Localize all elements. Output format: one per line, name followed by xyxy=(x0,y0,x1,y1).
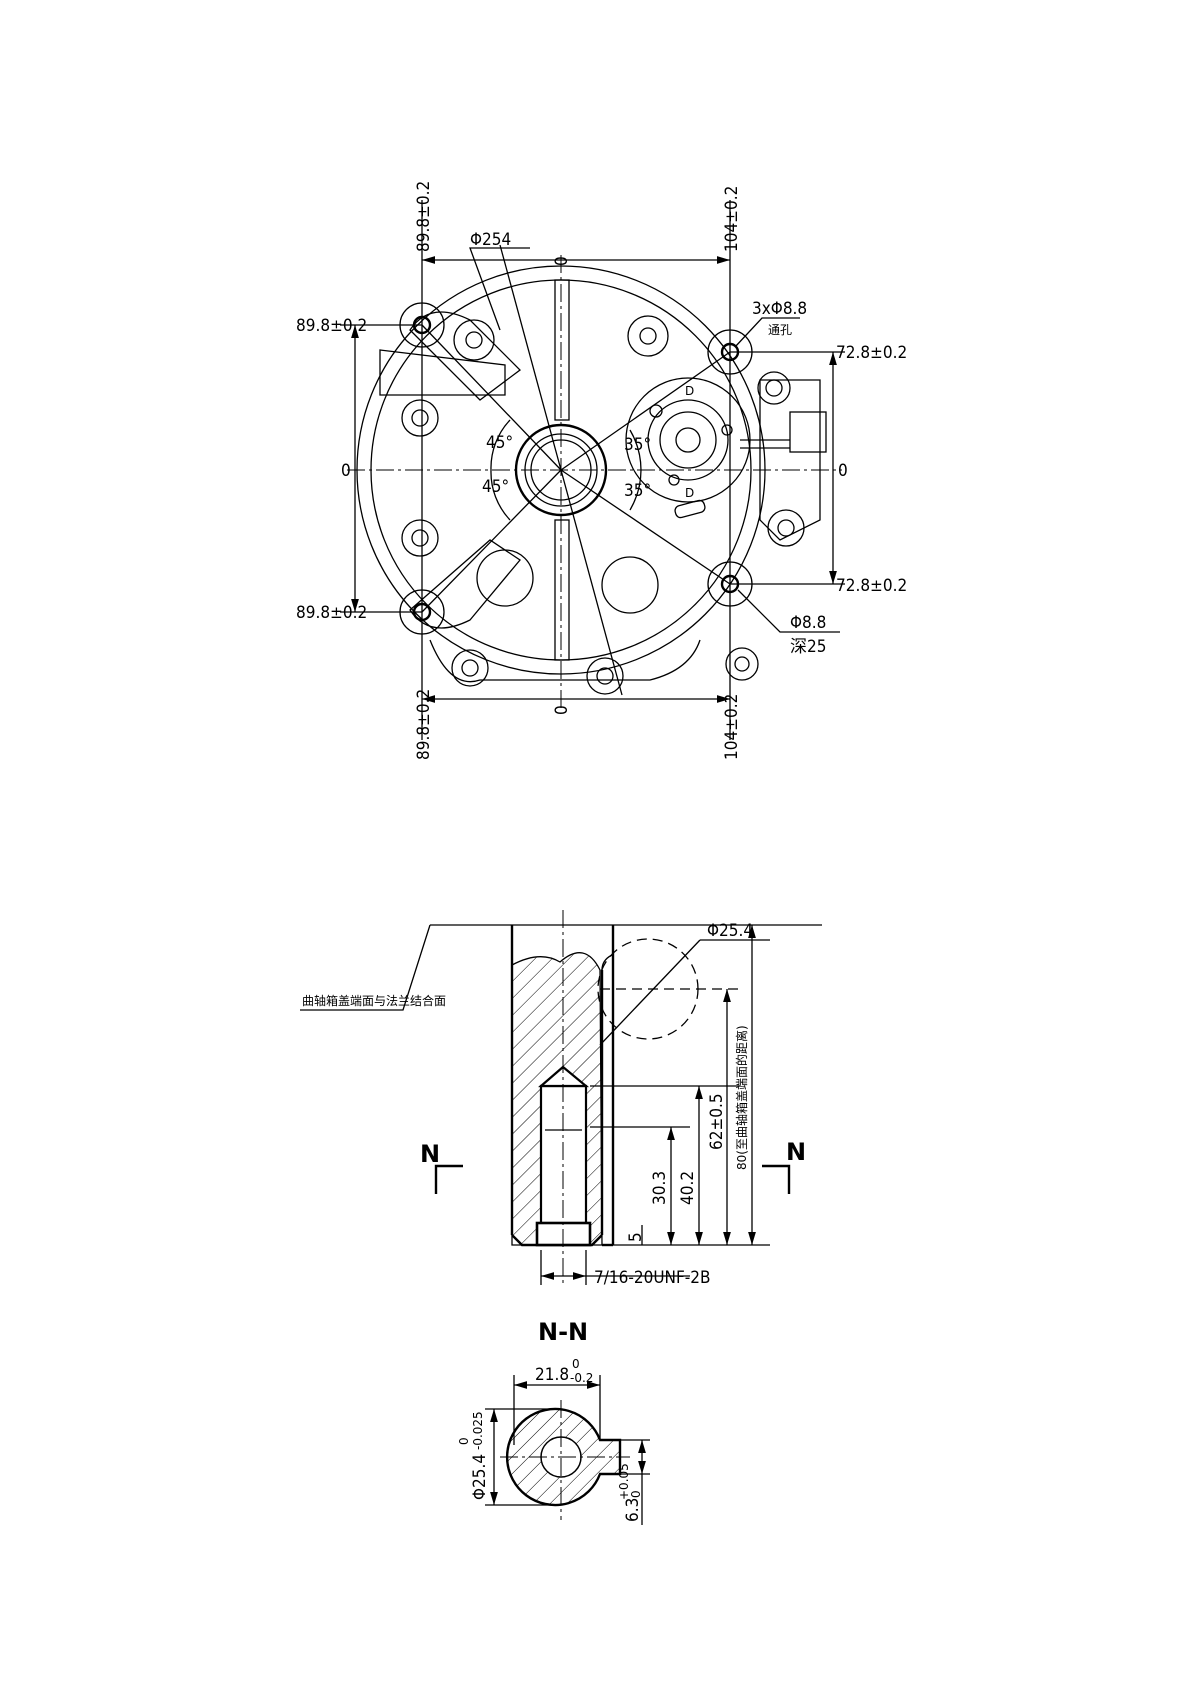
dim-right-upper: 72.8±0.2 xyxy=(836,343,907,363)
dim-right-lower: 72.8±0.2 xyxy=(836,576,907,596)
width-tol-lower: -0.2 xyxy=(570,1371,593,1385)
width-tol-upper: 0 xyxy=(572,1357,580,1371)
dim-top-right: 104±0.2 xyxy=(722,186,742,252)
nn-title: N-N xyxy=(538,1318,588,1346)
vertical-rib xyxy=(554,279,570,421)
flange-top-view: 89.8±0.2 104±0.2 89.8±0.2 104±0.2 89.8±0… xyxy=(296,181,907,760)
nn-section: N-N 21.8 0 -0.2 Φ25.4 0 -0.025 6.3 +0.05… xyxy=(457,1318,650,1525)
width-dim: 21.8 xyxy=(535,1365,569,1385)
boss-holes xyxy=(401,315,805,695)
lightening-hole xyxy=(601,556,659,614)
thread-spec: 7/16-20UNF-2B xyxy=(594,1268,711,1288)
angle-label: 35° xyxy=(624,435,651,455)
angle-label: 45° xyxy=(482,477,509,497)
lightening-hole xyxy=(476,549,534,607)
key-dim: 6.3 xyxy=(623,1498,643,1522)
dim-bottom-left: 89.8±0.2 xyxy=(414,689,434,760)
mounting-holes xyxy=(399,302,753,635)
pump-boss xyxy=(625,377,751,503)
view-mark: D xyxy=(685,486,694,500)
dim-30: 30.3 xyxy=(650,1171,670,1205)
dim-bottom-right: 104±0.2 xyxy=(722,694,742,760)
dim-40: 40.2 xyxy=(678,1171,698,1205)
holes-note: 通孔 xyxy=(768,323,792,337)
cut-mark-left: N xyxy=(420,1140,440,1168)
vertical-rib xyxy=(554,519,570,661)
dim-left-upper: 89.8±0.2 xyxy=(296,316,367,336)
holes-label: 3xΦ8.8 xyxy=(752,299,807,319)
zero-right: 0 xyxy=(838,461,848,481)
dim-5: 5 xyxy=(626,1232,646,1242)
hole-label: Φ8.8 xyxy=(790,613,826,633)
zero-bottom: 0 xyxy=(552,705,572,715)
flange-rib xyxy=(409,539,521,629)
bolt-hole-section: 曲轴箱盖端面与法兰结合面 Φ25.4 80(至曲轴箱盖端面的距离) 62±0.5… xyxy=(300,910,822,1288)
dim-62: 62±0.5 xyxy=(707,1093,727,1150)
flange-side-boss xyxy=(759,379,821,541)
side-boss-section xyxy=(789,411,827,453)
circle-dia-label: Φ25.4 xyxy=(707,921,753,941)
surface-note: 曲轴箱盖端面与法兰结合面 xyxy=(302,993,446,1008)
dim-top-left: 89.8±0.2 xyxy=(414,181,434,252)
flange-bottom-rim xyxy=(429,639,701,683)
dim-left-lower: 89.8±0.2 xyxy=(296,603,367,623)
dia-dim: Φ25.4 xyxy=(470,1454,490,1500)
cut-mark-right: N xyxy=(786,1138,806,1166)
key-tol-lower: 0 xyxy=(629,1490,643,1498)
zero-top: 0 xyxy=(552,256,572,266)
hole-depth: 深25 xyxy=(790,637,826,657)
flange-rib xyxy=(409,311,521,401)
angle-label: 45° xyxy=(486,433,513,453)
dia-tol-upper: 0 xyxy=(457,1437,471,1445)
view-mark: D xyxy=(685,384,694,398)
key-tol-upper: +0.05 xyxy=(617,1463,631,1500)
angle-label: 35° xyxy=(624,481,651,501)
dim-80: 80(至曲轴箱盖端面的距离) xyxy=(734,1025,749,1170)
zero-left: 0 xyxy=(341,461,351,481)
flange-arm xyxy=(379,349,506,396)
diameter-label: Φ254 xyxy=(470,230,511,250)
dia-tol-lower: -0.025 xyxy=(471,1411,485,1450)
